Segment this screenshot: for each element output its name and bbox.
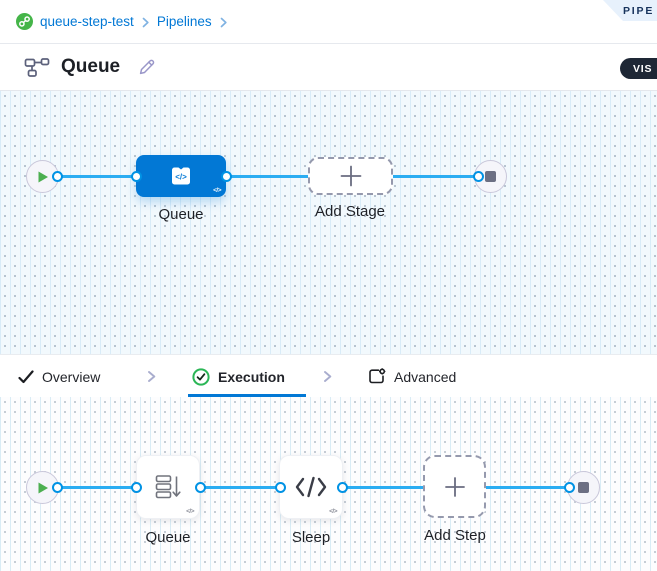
connector-wire (57, 174, 136, 178)
connection-point[interactable] (220, 170, 232, 182)
execution-graph-canvas[interactable]: </> Queue </> Sleep Add Step (0, 397, 657, 571)
step-node-label: Sleep (291, 529, 331, 546)
connector-wire (486, 485, 569, 489)
plus-icon (340, 165, 361, 187)
svg-text:</>: </> (175, 173, 187, 182)
stop-icon (485, 171, 496, 182)
tab-execution-label: Execution (218, 368, 285, 385)
yaml-snippet-badge: </> (329, 508, 337, 515)
tab-execution[interactable]: Execution (192, 355, 285, 398)
connection-point[interactable] (51, 170, 63, 182)
plus-icon (444, 476, 465, 497)
stop-icon (578, 482, 589, 493)
visual-toggle-label: VIS (633, 62, 653, 75)
stage-config-tabs: Overview Execution Advanced (0, 354, 657, 397)
add-stage-button[interactable] (308, 157, 393, 195)
tab-advanced-label: Advanced (394, 368, 457, 385)
yaml-snippet-badge: </> (213, 187, 221, 194)
active-tab-indicator (188, 394, 306, 397)
pencil-icon (139, 59, 155, 75)
play-icon (38, 171, 48, 182)
tab-overview-label: Overview (42, 368, 101, 385)
tab-overview[interactable]: Overview (18, 355, 100, 398)
chevron-right-icon (146, 355, 157, 398)
connector-wire (57, 485, 136, 489)
connector-wire (200, 485, 280, 489)
chevron-right-icon (219, 17, 228, 28)
ci-stage-icon: </> (172, 167, 190, 185)
breadcrumb: queue-step-test Pipelines (40, 14, 228, 29)
connection-point[interactable] (51, 481, 63, 493)
tab-advanced[interactable]: Advanced (368, 355, 456, 398)
connection-point[interactable] (563, 481, 575, 493)
check-icon (18, 369, 34, 383)
breadcrumb-bar: queue-step-test Pipelines (0, 0, 657, 44)
step-node-label: Queue (145, 529, 191, 546)
pipeline-flowchart-icon (24, 57, 50, 78)
check-circle-icon (192, 367, 210, 386)
ci-module-icon (16, 13, 33, 30)
connector-wire (393, 174, 478, 178)
edit-pipeline-name-button[interactable] (138, 58, 156, 76)
ribbon-label: PIPE (623, 4, 655, 17)
add-step-button[interactable] (423, 455, 486, 518)
connector-wire (226, 174, 308, 178)
chevron-right-icon (141, 17, 150, 28)
visual-yaml-toggle[interactable]: VIS (620, 58, 657, 79)
play-icon (38, 482, 48, 493)
pipeline-title-bar: Queue VIS (0, 44, 657, 91)
connection-point[interactable] (274, 481, 286, 493)
connector-wire (342, 485, 423, 489)
advanced-settings-icon (369, 368, 386, 384)
step-node-sleep[interactable]: </> (279, 455, 343, 519)
stage-node-queue[interactable]: </> </> (136, 155, 226, 197)
connection-point[interactable] (472, 170, 484, 182)
breadcrumb-project-link[interactable]: queue-step-test (40, 14, 134, 29)
queue-step-icon (155, 474, 181, 498)
code-step-icon (295, 476, 327, 498)
step-node-queue[interactable]: </> (136, 455, 200, 519)
stage-node-label: Queue (158, 206, 204, 223)
page-title: Queue (61, 56, 121, 77)
yaml-snippet-badge: </> (186, 508, 194, 515)
connection-point[interactable] (194, 481, 206, 493)
connection-point[interactable] (130, 481, 142, 493)
add-stage-label: Add Stage (314, 203, 386, 220)
connection-point[interactable] (336, 481, 348, 493)
breadcrumb-pipelines-link[interactable]: Pipelines (156, 14, 212, 29)
add-step-label: Add Step (424, 527, 486, 544)
stage-graph-canvas[interactable]: </> </> Queue Add Stage (0, 91, 657, 354)
connection-point[interactable] (130, 170, 142, 182)
chevron-right-icon (322, 355, 333, 398)
